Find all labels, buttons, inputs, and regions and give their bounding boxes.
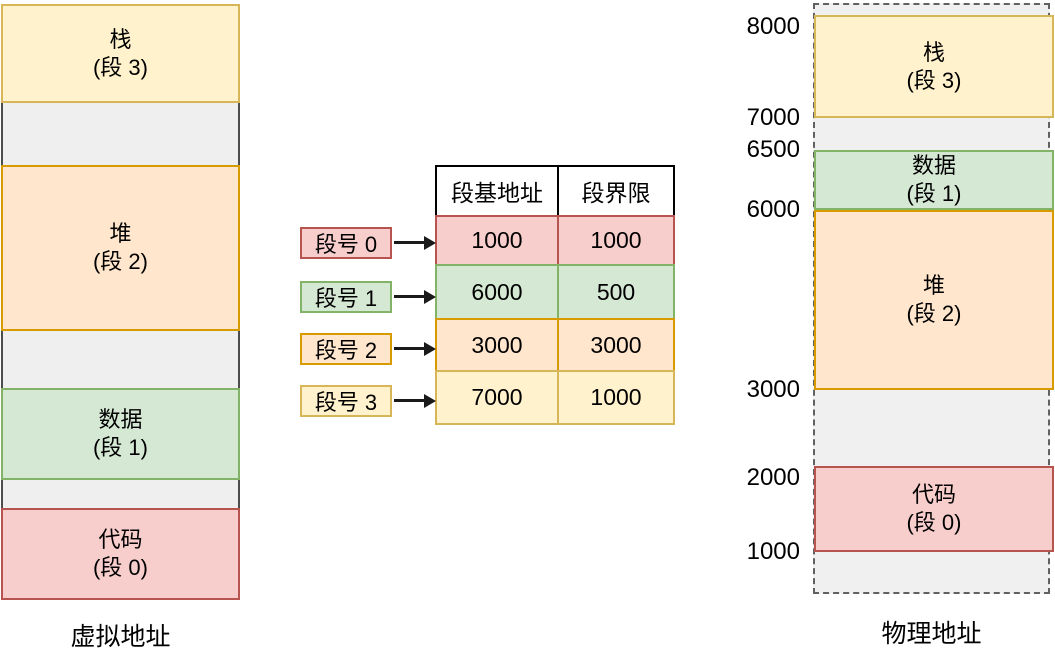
segment-title: 代码 (98, 527, 143, 552)
physical-segment-code: 代码 (段 0) (814, 466, 1054, 552)
segment-number-tag-2: 段号 2 (300, 333, 392, 365)
cell-base: 6000 (437, 266, 559, 318)
virtual-segment-stack: 栈 (段 3) (1, 4, 240, 103)
segment-subtitle: (段 2) (906, 301, 962, 326)
cell-limit: 1000 (590, 227, 642, 253)
segment-subtitle: (段 3) (906, 67, 962, 93)
table-row-3: 7000 1000 (435, 370, 675, 425)
segment-subtitle: (段 3) (92, 54, 148, 80)
physical-address-caption: 物理地址 (881, 620, 982, 648)
segment-number-tag-3: 段号 3 (300, 385, 392, 417)
virtual-segment-code: 代码 (段 0) (1, 508, 240, 600)
virtual-gap (1, 480, 240, 508)
cell-base: 3000 (437, 320, 559, 370)
header-cell-limit: 段界限 (581, 180, 651, 206)
arrow-head-icon (424, 290, 436, 304)
physical-segment-stack: 栈 (段 3) (814, 15, 1054, 118)
cell-limit: 3000 (590, 331, 642, 358)
virtual-segment-data: 数据 (段 1) (1, 388, 240, 480)
segment-subtitle: (段 0) (92, 555, 148, 580)
address-label-2000: 2000 (746, 464, 800, 491)
segment-subtitle: (段 0) (906, 510, 962, 535)
segment-title: 数据 (98, 407, 143, 432)
cell-base: 1000 (437, 217, 559, 264)
arrow-line (394, 241, 425, 244)
arrow-head-icon (424, 342, 436, 356)
segment-number-tag-0: 段号 0 (300, 227, 392, 259)
physical-segment-heap: 堆 (段 2) (814, 210, 1054, 390)
address-label-6000: 6000 (746, 196, 800, 223)
virtual-segment-heap: 堆 (段 2) (1, 165, 240, 331)
table-row-1: 6000 500 (435, 264, 675, 320)
address-label-6500: 6500 (746, 136, 800, 163)
segment-subtitle: (段 1) (92, 435, 148, 460)
table-row-2: 3000 3000 (435, 318, 675, 372)
header-cell-base: 段基地址 (437, 167, 559, 215)
virtual-address-caption: 虚拟地址 (70, 623, 171, 651)
arrow-line (394, 347, 425, 350)
arrow-line (394, 295, 425, 298)
segment-title: 栈 (922, 39, 945, 65)
segment-subtitle: (段 2) (92, 249, 148, 274)
arrow-head-icon (424, 394, 436, 408)
virtual-gap (1, 103, 240, 165)
table-row-0: 1000 1000 (435, 215, 675, 266)
segment-number-tag-1: 段号 1 (300, 281, 392, 313)
segment-title: 栈 (109, 26, 132, 52)
segment-table-header: 段基地址 段界限 (435, 165, 675, 217)
segment-title: 堆 (109, 221, 132, 246)
cell-base: 7000 (437, 372, 559, 423)
segment-title: 堆 (922, 273, 945, 298)
address-label-7000: 7000 (746, 104, 800, 131)
address-label-3000: 3000 (746, 376, 800, 403)
virtual-gap (1, 331, 240, 388)
arrow-head-icon (424, 236, 436, 250)
segment-title: 代码 (911, 482, 956, 507)
segment-table: 段基地址 段界限 1000 1000 6000 500 3000 3000 70… (435, 165, 675, 425)
physical-segment-data: 数据 (段 1) (814, 150, 1054, 210)
segment-subtitle: (段 1) (906, 181, 962, 206)
address-label-8000: 8000 (746, 13, 800, 40)
segment-title: 数据 (911, 153, 956, 178)
arrow-line (394, 399, 425, 402)
cell-limit: 500 (596, 278, 636, 305)
cell-limit: 1000 (590, 384, 642, 410)
address-label-1000: 1000 (746, 538, 800, 565)
